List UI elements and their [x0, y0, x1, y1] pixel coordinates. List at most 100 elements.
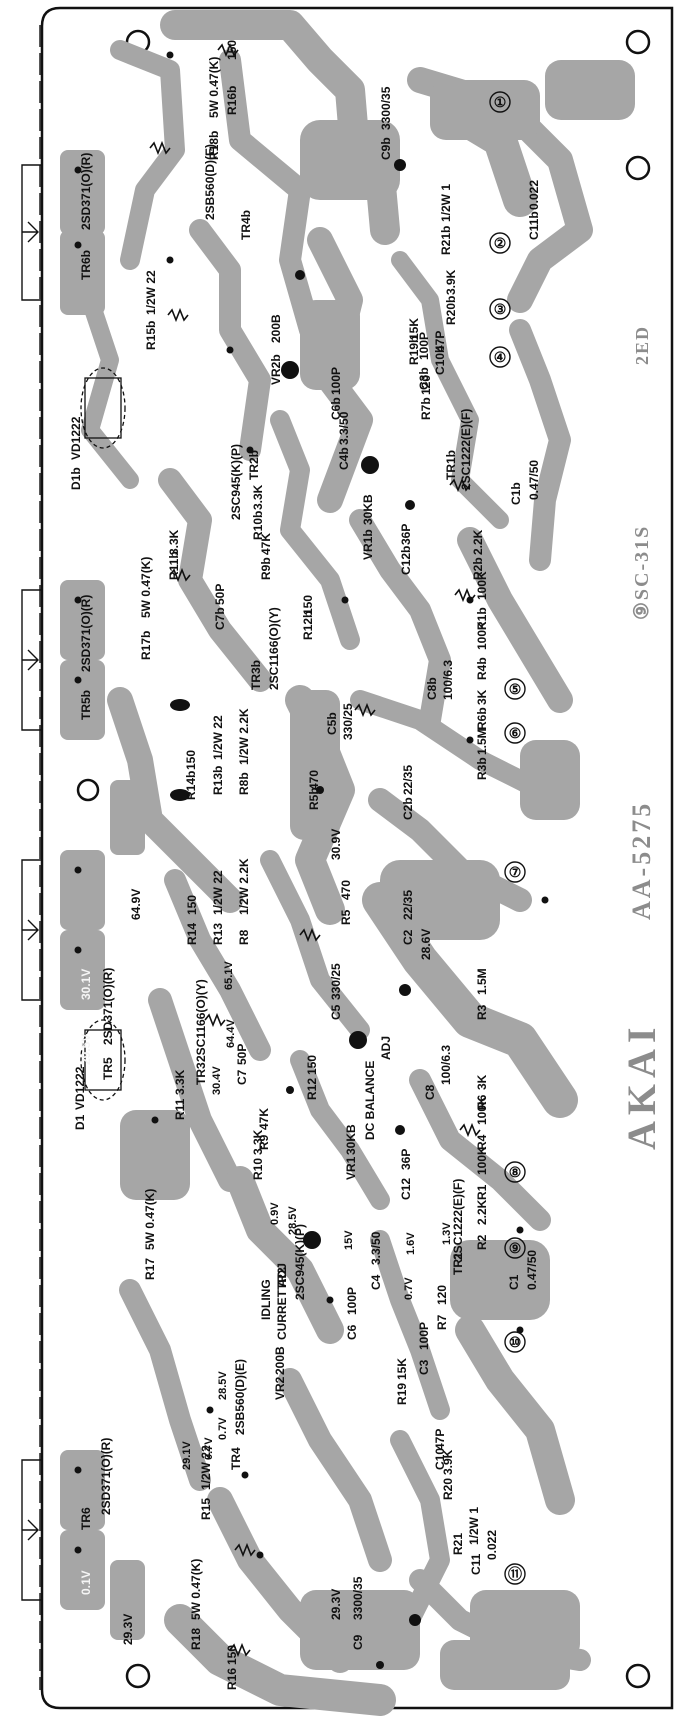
tr2b-label: TR2b — [247, 450, 261, 480]
r7-value: 120 — [435, 1285, 449, 1305]
r20-label: R20 — [441, 1478, 455, 1500]
r19b-label: R19b — [407, 336, 421, 365]
v293a-label: 29.3V — [121, 1614, 135, 1645]
r3-value: 1.5M — [475, 968, 489, 995]
tr4-type: 2SB560(D)(E) — [233, 1359, 247, 1435]
diode-bridges — [80, 367, 126, 1101]
copper-traces — [81, 10, 593, 1716]
c12b-label: C12b — [399, 546, 413, 575]
c5b-label: C5b — [325, 712, 339, 735]
tr4b-type: 2SB560(D)(E) — [203, 144, 217, 220]
r17-value: 5W 0.47(K) — [143, 1189, 157, 1250]
c10b-value: 47P — [433, 331, 447, 352]
adj-label: ADJ — [379, 1036, 393, 1060]
c4b-label: C4b — [337, 447, 351, 470]
r13-label: R13 — [211, 923, 225, 945]
r11b-label: R11b — [167, 551, 181, 580]
r19-value: 15K — [395, 1358, 409, 1380]
ground-drops — [170, 699, 190, 801]
r16b-label: R16b — [225, 86, 239, 115]
r5b-value: 470 — [307, 770, 321, 790]
tr6b-type: 2SD371(O)(R) — [79, 153, 93, 230]
c7b-label: C7b — [213, 607, 227, 630]
copper-regions — [60, 60, 635, 1690]
d1-label: D1 — [73, 1114, 87, 1130]
c11-label: C11 — [469, 1553, 483, 1575]
c3-label: C3 — [417, 1359, 431, 1375]
c5-label: C5 — [329, 1004, 343, 1020]
v07a-label: 0.7V — [403, 1277, 415, 1300]
tr5-type: 2SD371(O)(R) — [101, 968, 115, 1045]
vr2b-pot-icon — [281, 361, 299, 379]
idling-label: IDLING — [259, 1279, 273, 1320]
c9-label: C9 — [351, 1634, 365, 1650]
vr1-value: 30KB — [344, 1124, 358, 1155]
vr1-label: VR1 — [344, 1156, 358, 1180]
tr3b-type: 2SC1166(O)(Y) — [267, 607, 281, 690]
r18b-value: 5W 0.47(K) — [207, 57, 221, 118]
v285b-label: 28.5V — [217, 1371, 229, 1400]
terminal-6: ⑥ — [509, 725, 522, 741]
v285a-label: 28.5V — [287, 1206, 299, 1235]
tr2-type: 2SC945(K)(P) — [293, 1224, 307, 1300]
c2b-value: 22/35 — [401, 765, 415, 795]
r16-label: R16 — [225, 1668, 239, 1690]
c6b-value: 100P — [329, 367, 343, 395]
r15b-value: 1/2W 22 — [144, 270, 158, 315]
c4-label: C4 — [369, 1274, 383, 1290]
v07c-label: 0.7V — [203, 1437, 215, 1460]
v16-label: 1.6V — [405, 1232, 417, 1255]
terminal-1: ① — [494, 94, 507, 110]
c1-value: 0.47/50 — [525, 1250, 539, 1290]
r17b-label: R17b — [139, 631, 153, 660]
c2-value: 22/35 — [401, 890, 415, 920]
c3-value: 100P — [417, 1322, 431, 1350]
r1b-value: 100K — [475, 571, 489, 600]
channel-a-labels: 64.9V R5 470 R14 150 R13 1/2W 22 R8 1/2W… — [73, 858, 539, 1690]
r12-label: R12 — [305, 1078, 319, 1100]
r17-label: R17 — [143, 1258, 157, 1280]
c4b-value: 3.3/50 — [337, 411, 351, 445]
r11b-value: 3.3K — [167, 529, 181, 555]
r14b-value: 150 — [184, 750, 198, 770]
off-board-transistors — [21, 25, 42, 1690]
terminal-8: ⑧ — [509, 1164, 522, 1180]
r13b-label: R13b — [211, 766, 225, 795]
v651-label: 65.1V — [223, 961, 235, 990]
c11b-value: 0.022 — [527, 180, 541, 210]
terminal-2: ② — [494, 235, 507, 251]
vr2-label: VR2 — [273, 1376, 287, 1400]
c9-value: 3300/35 — [351, 1576, 365, 1620]
terminal-labels: ① ② ③ ④ ⑤ ⑥ ⑦ ⑧ ⑨ ⑩ ⑪ — [494, 94, 522, 1582]
v301-label: 30.1V — [79, 969, 93, 1000]
tr6b-label: TR6b — [79, 250, 93, 280]
r12b-label: R12b — [301, 611, 315, 640]
terminal-11: ⑪ — [508, 1566, 522, 1582]
r20-value: 3.9K — [441, 1449, 455, 1475]
tr2b-type: 2SC945(K)(P) — [229, 444, 243, 520]
d1b-type: VD1222 — [69, 416, 83, 460]
c10-label: C10 — [433, 1448, 447, 1470]
tr5b-label: TR5b — [79, 690, 93, 720]
r1-value: 100K — [475, 1146, 489, 1175]
r16b-value: 150 — [225, 40, 239, 60]
v649-label: 64.9V — [129, 889, 143, 920]
c9b-value: 3300/35 — [379, 86, 393, 130]
tr1-type: 2SC1222(E)(F) — [451, 1179, 465, 1260]
tr3b-label: TR3b — [249, 660, 263, 690]
r15b-label: R15b — [144, 321, 158, 350]
resistor-symbols — [149, 42, 481, 1658]
c1-label: C1 — [507, 1274, 521, 1290]
v295-label: 29.5V — [79, 1034, 93, 1065]
r10-label: R10 — [251, 1158, 265, 1180]
r20b-value: 3.9K — [444, 269, 458, 295]
c8b-label: C8b — [425, 677, 439, 700]
tr3-label: TR3 — [194, 1062, 208, 1085]
board-identification: AKAI AA-5275 ⑨SC-31S 2ED — [619, 325, 664, 1150]
v13-label: 1.3V — [441, 1222, 453, 1245]
vr1-pot-icon — [349, 1031, 367, 1049]
v304-label: 30.4V — [211, 1066, 223, 1095]
tr6-type: 2SD371(O)(R) — [99, 1438, 113, 1515]
channel-b-labels: R16b 150 R18b 5W 0.47(K) TR6b 2SD371(O)(… — [69, 40, 541, 860]
